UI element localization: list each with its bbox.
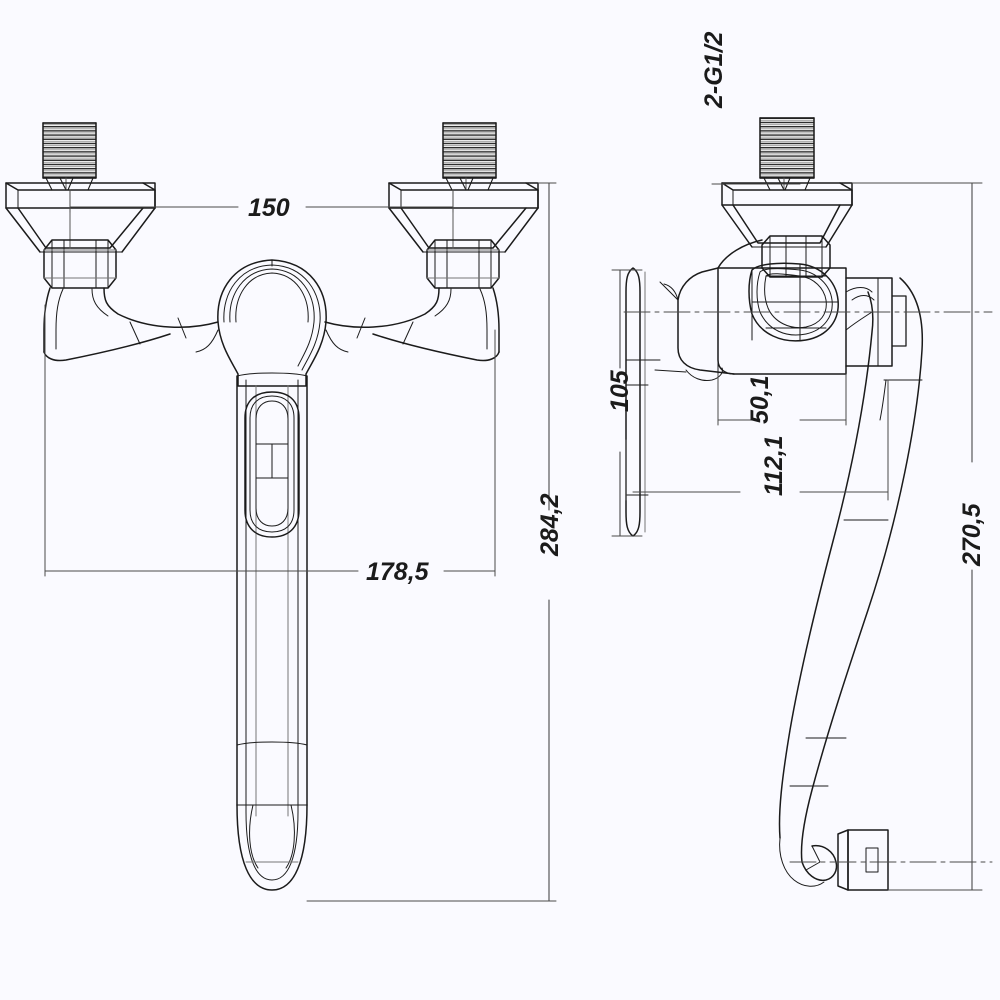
left-hex-nut (43, 239, 117, 289)
dim-label-projection: 112,1 (760, 435, 788, 496)
dimension-layer (44, 182, 993, 902)
dim-label-body-depth: 50,1 (746, 375, 774, 424)
side-aerator-block (837, 829, 889, 891)
right-escutcheon (388, 182, 539, 253)
dim-body-depth-side (717, 373, 847, 426)
left-inlet-assembly (5, 122, 219, 362)
dim-label-overall-height-front: 284,2 (536, 493, 564, 557)
dim-label-inlet-spacing: 150 (248, 194, 290, 222)
side-escutcheon (721, 182, 853, 248)
left-escutcheon (5, 182, 156, 253)
left-thread-nipple (42, 122, 97, 191)
dim-plate-height-side (611, 269, 643, 537)
side-outlet-stub (845, 277, 907, 367)
dim-label-overall-height-side: 270,5 (958, 502, 986, 567)
side-thread-nipple (759, 117, 815, 191)
right-arm (324, 287, 500, 362)
dim-body-width-front (44, 304, 496, 577)
right-thread-nipple (442, 122, 497, 191)
dim-label-body-width: 178,5 (366, 558, 430, 586)
cartridge-dome (195, 259, 349, 387)
dim-label-plate-height: 105 (606, 369, 634, 412)
centre-lines (623, 311, 993, 863)
dim-inlet-spacing (69, 189, 454, 213)
side-valve-body (654, 239, 847, 381)
spout-oval-insert (244, 391, 300, 538)
right-hex-nut (426, 239, 500, 289)
right-inlet-assembly (324, 122, 539, 362)
left-arm (43, 287, 219, 362)
dim-overall-height-front (306, 182, 557, 902)
dim-overall-height-side (851, 182, 983, 891)
side-view (625, 117, 924, 891)
side-handle-pivot (748, 262, 839, 342)
dim-projection-side (625, 379, 889, 501)
thread-callout-label: 2-G1/2 (700, 31, 728, 109)
side-spout-curve (778, 277, 924, 887)
front-view (5, 122, 539, 891)
